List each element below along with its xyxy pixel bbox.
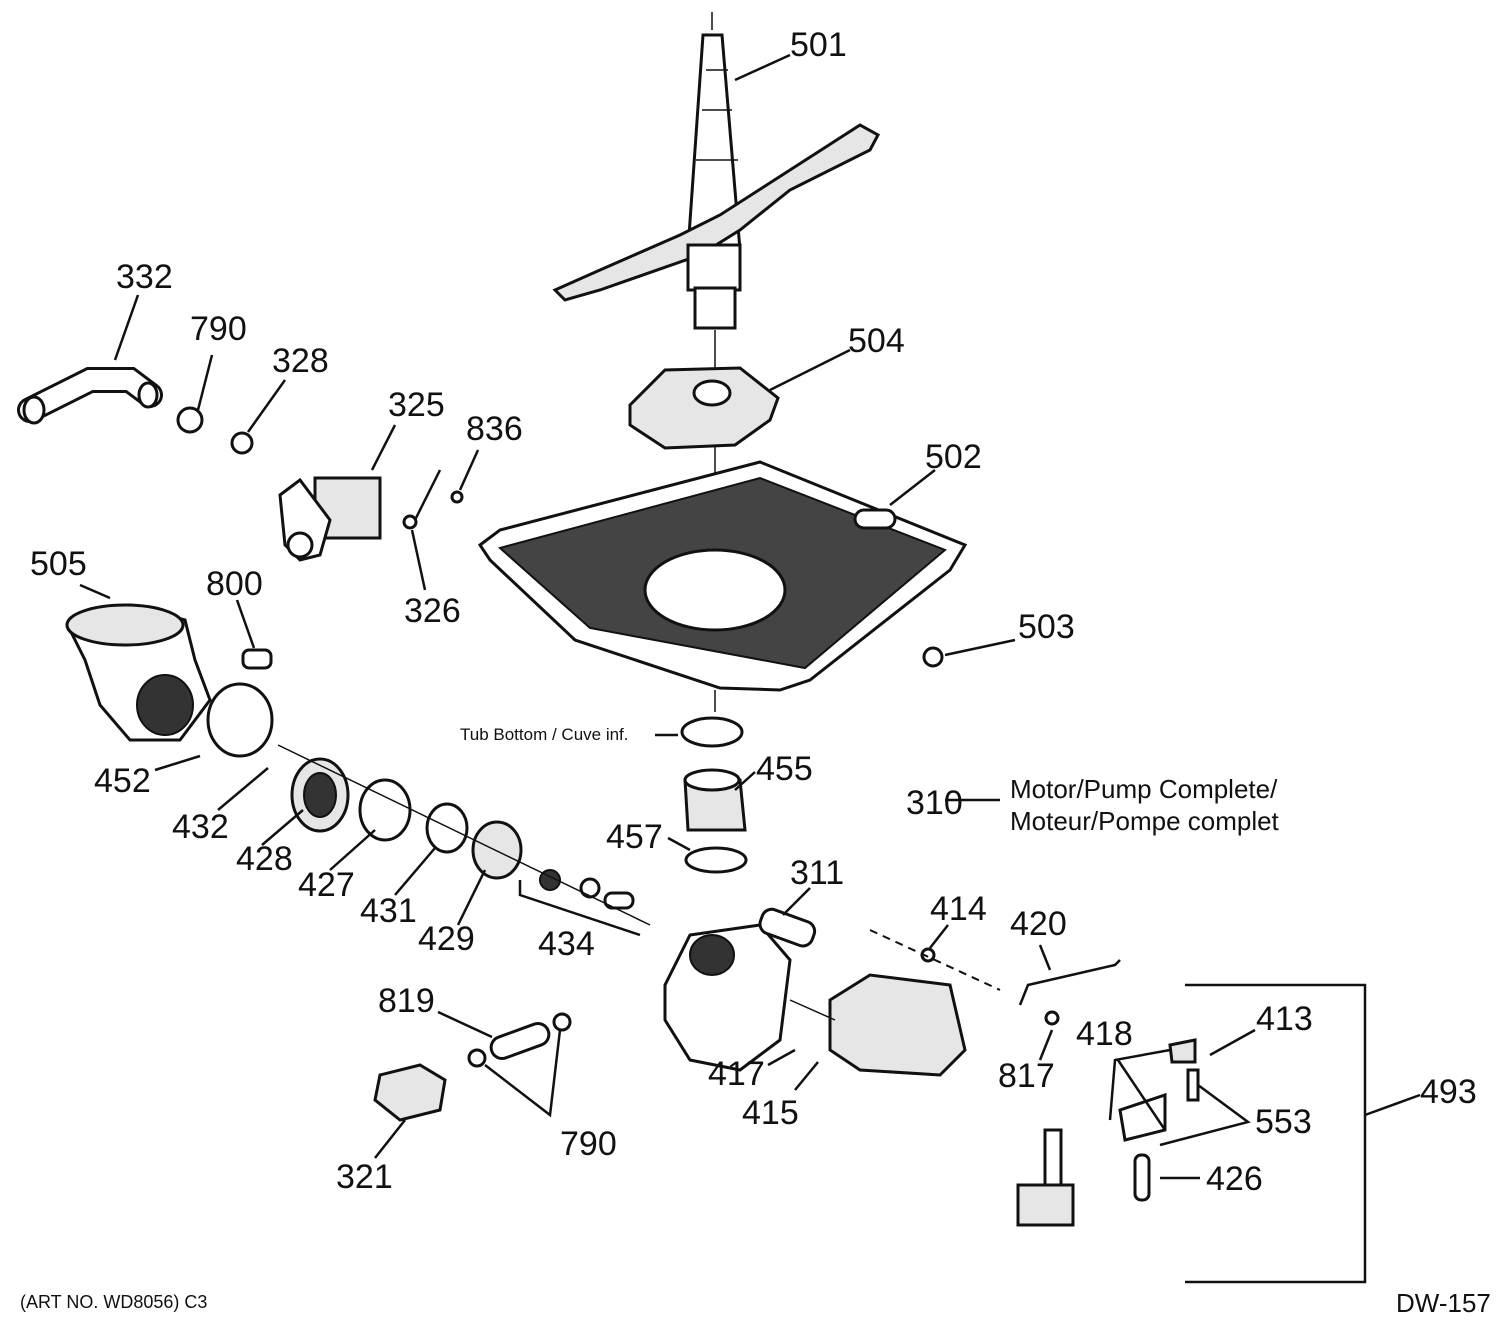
part-number: 501 xyxy=(790,26,847,64)
part-number: 493 xyxy=(1420,1073,1477,1111)
cover-drawing xyxy=(628,366,780,450)
leader-lines xyxy=(79,53,1421,1180)
part-number: 457 xyxy=(606,818,663,856)
part-number: 455 xyxy=(756,750,813,788)
part-number: 418 xyxy=(1076,1015,1133,1053)
valve-drawing xyxy=(278,476,382,562)
spray-arm-drawing xyxy=(552,12,881,600)
part-number: 328 xyxy=(272,342,329,380)
part-number: 452 xyxy=(94,762,151,800)
part-number: 836 xyxy=(466,410,523,448)
clamp-drawing xyxy=(176,406,204,434)
part-number: 819 xyxy=(378,982,435,1020)
part-number: 415 xyxy=(742,1094,799,1132)
clip-drawing xyxy=(241,648,273,670)
part-number: 504 xyxy=(848,322,905,360)
part-number: 505 xyxy=(30,545,87,583)
motor-pump-label-line1: Motor/Pump Complete/ xyxy=(1010,774,1278,804)
part-number: 429 xyxy=(418,920,475,958)
part-number: 326 xyxy=(404,592,461,630)
sump-drawing xyxy=(65,603,212,742)
part-number: 428 xyxy=(236,840,293,878)
part-number: 426 xyxy=(1206,1160,1263,1198)
motor-pump-label-line2: Moteur/Pompe complet xyxy=(1010,806,1280,836)
part-number: 503 xyxy=(1018,608,1075,646)
ring-drawing xyxy=(230,431,254,455)
nut-drawing xyxy=(922,646,944,668)
part-number: 427 xyxy=(298,866,355,904)
part-number: 414 xyxy=(930,890,987,928)
part-number: 432 xyxy=(172,808,229,846)
part-number: 817 xyxy=(998,1057,1055,1095)
part-number: 434 xyxy=(538,925,595,963)
part-number: 325 xyxy=(388,386,445,424)
part-number: 420 xyxy=(1010,905,1067,943)
part-number: 790 xyxy=(190,310,247,348)
part-number: 800 xyxy=(206,565,263,603)
art-number: (ART NO. WD8056) C3 xyxy=(20,1292,207,1312)
part-number: 553 xyxy=(1255,1103,1312,1141)
part-number: 417 xyxy=(708,1055,765,1093)
tub-bottom-label: Tub Bottom / Cuve inf. xyxy=(460,725,629,744)
drawing-code: DW-157 xyxy=(1396,1288,1491,1318)
motor-pump-drawing xyxy=(663,907,967,1077)
filter-screen-drawing xyxy=(477,460,968,712)
part-number: 332 xyxy=(116,258,173,296)
motor-pump-number: 310 xyxy=(906,784,963,822)
part-number: 321 xyxy=(336,1158,393,1196)
part-number: 413 xyxy=(1256,1000,1313,1038)
bracket-assembly-drawing xyxy=(1016,983,1367,1284)
part-number: 502 xyxy=(925,438,982,476)
pump-stack-drawing xyxy=(206,682,651,926)
part-number: 311 xyxy=(790,854,844,892)
part-number: 431 xyxy=(360,892,417,930)
seal-drawing xyxy=(680,716,748,874)
part-number: 790 xyxy=(560,1125,617,1163)
hose-drawing xyxy=(17,367,163,425)
